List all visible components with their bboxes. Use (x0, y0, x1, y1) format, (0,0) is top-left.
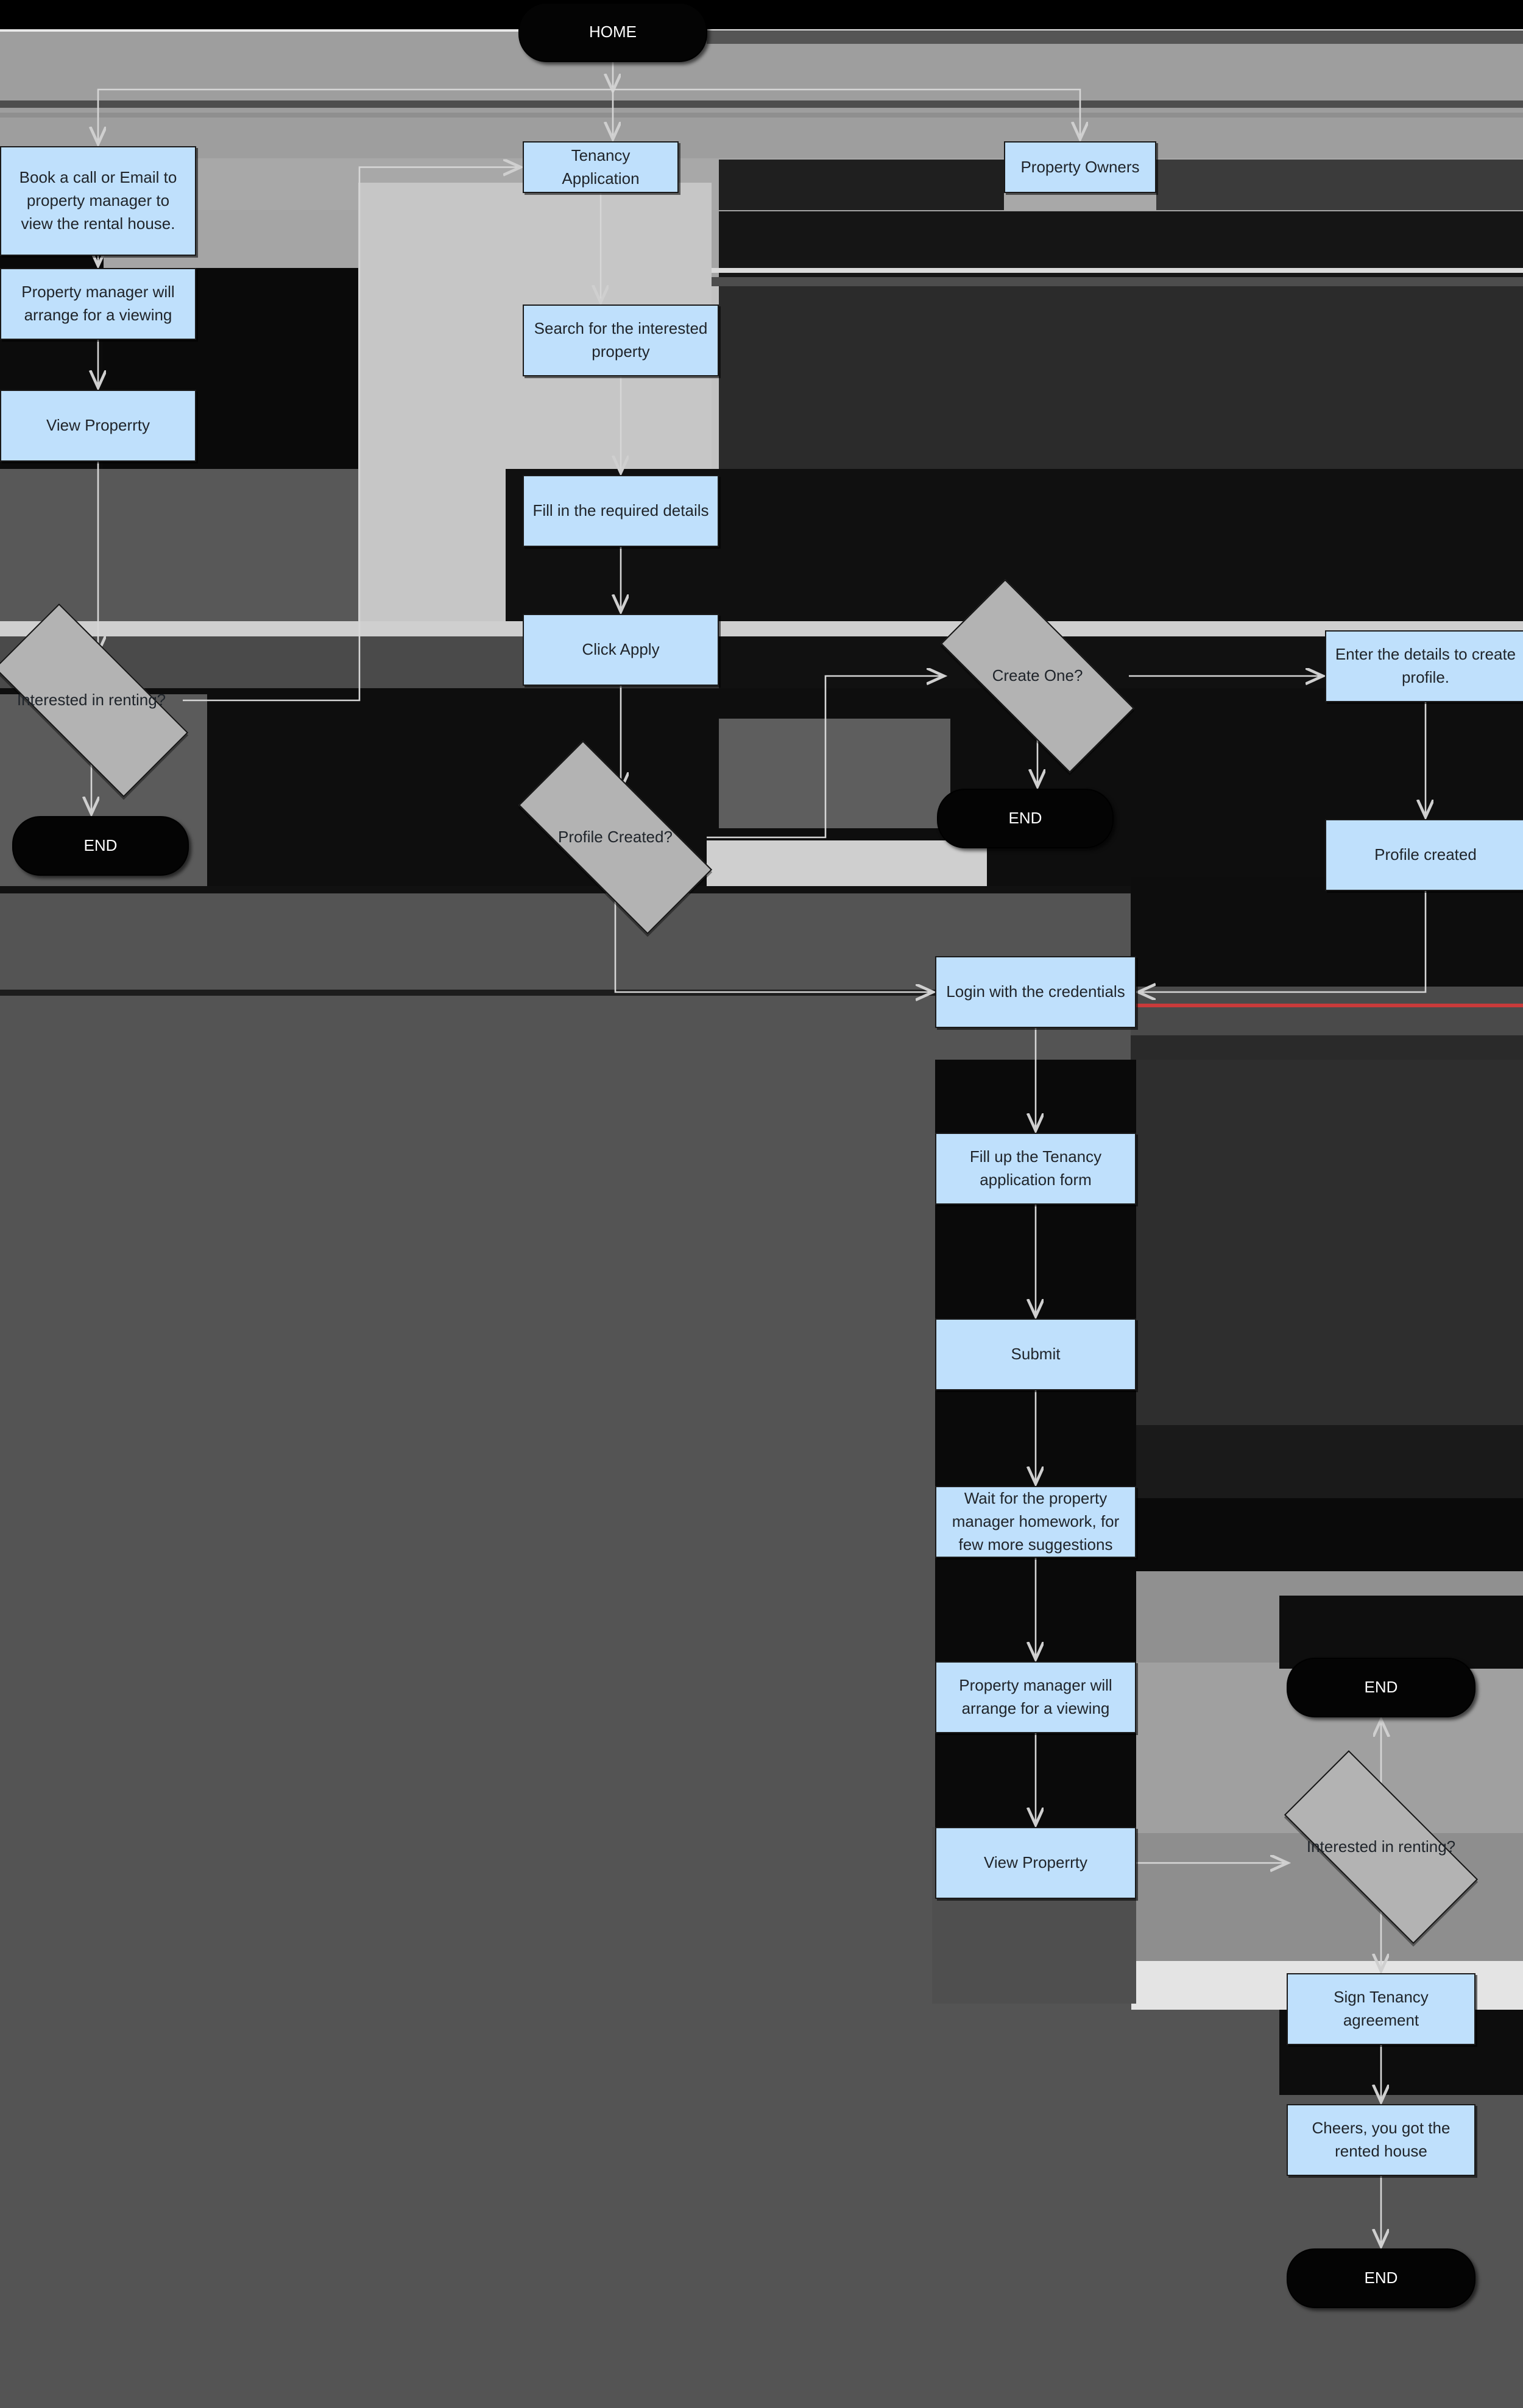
node-end-3-label: END (1364, 1678, 1398, 1697)
node-property-manager-arrange-1[interactable]: Property manager will arrange for a view… (0, 268, 196, 340)
node-fill-required-details-label: Fill in the required details (532, 501, 709, 520)
node-end-3[interactable]: END (1287, 1658, 1475, 1717)
node-cheers-rented-house[interactable]: Cheers, you got the rented house (1287, 2104, 1475, 2176)
node-end-2-label: END (1008, 809, 1042, 828)
node-property-manager-arrange-1-label: Property manager will arrange for a view… (21, 283, 175, 324)
node-end-1[interactable]: END (12, 816, 189, 876)
node-profile-created-question-label: Profile Created? (558, 828, 673, 847)
node-submit-label: Submit (1011, 1345, 1061, 1364)
node-end-4-label: END (1364, 2269, 1398, 2287)
node-view-property-2[interactable]: View Properrty (935, 1827, 1136, 1899)
node-fill-tenancy-form-label: Fill up the Tenancy application form (969, 1147, 1102, 1189)
node-view-property-1[interactable]: View Properrty (0, 390, 196, 462)
node-interested-renting-2-label: Interested in renting? (1306, 1837, 1456, 1856)
node-sign-tenancy-agreement-label: Sign Tenancy agreement (1334, 1988, 1429, 2029)
node-profile-created-label: Profile created (1374, 845, 1477, 864)
node-search-property-label: Search for the interested property (534, 319, 708, 361)
node-enter-details-create-profile[interactable]: Enter the details to create profile. (1325, 630, 1523, 702)
node-fill-required-details[interactable]: Fill in the required details (523, 475, 719, 547)
node-fill-tenancy-form[interactable]: Fill up the Tenancy application form (935, 1133, 1136, 1205)
node-property-owners-label: Property Owners (1020, 157, 1140, 176)
node-login-credentials[interactable]: Login with the credentials (935, 956, 1136, 1028)
node-create-one-label: Create One? (992, 666, 1083, 685)
node-end-2[interactable]: END (937, 789, 1114, 848)
node-interested-renting-2[interactable]: Interested in renting? (1284, 1750, 1479, 1945)
node-end-4[interactable]: END (1287, 2248, 1475, 2308)
node-view-property-1-label: View Properrty (46, 416, 150, 435)
node-click-apply[interactable]: Click Apply (523, 614, 719, 686)
node-book-call-label: Book a call or Email to property manager… (19, 168, 177, 233)
node-interested-renting-1-label: Interested in renting? (16, 691, 166, 709)
node-search-property[interactable]: Search for the interested property (523, 305, 719, 376)
node-click-apply-label: Click Apply (582, 640, 660, 659)
node-wait-property-manager-label: Wait for the property manager homework, … (952, 1489, 1120, 1554)
node-enter-details-create-profile-label: Enter the details to create profile. (1335, 645, 1516, 686)
node-login-credentials-label: Login with the credentials (946, 982, 1125, 1001)
node-tenancy-application[interactable]: Tenancy Application (523, 141, 679, 193)
node-create-one[interactable]: Create One? (940, 579, 1135, 773)
node-wait-property-manager[interactable]: Wait for the property manager homework, … (935, 1486, 1136, 1558)
node-property-owners[interactable]: Property Owners (1004, 141, 1156, 193)
node-submit[interactable]: Submit (935, 1318, 1136, 1390)
node-home-label: HOME (589, 23, 637, 41)
node-end-1-label: END (83, 836, 118, 855)
node-profile-created[interactable]: Profile created (1325, 819, 1523, 891)
node-tenancy-application-label: Tenancy Application (562, 146, 640, 188)
node-view-property-2-label: View Properrty (983, 1853, 1088, 1872)
node-interested-renting-1[interactable]: Interested in renting? (0, 603, 189, 798)
node-profile-created-question[interactable]: Profile Created? (518, 740, 713, 935)
node-home[interactable]: HOME (518, 2, 707, 62)
node-property-manager-arrange-2[interactable]: Property manager will arrange for a view… (935, 1661, 1136, 1733)
node-property-manager-arrange-2-label: Property manager will arrange for a view… (959, 1676, 1112, 1717)
node-book-call[interactable]: Book a call or Email to property manager… (0, 146, 196, 256)
node-sign-tenancy-agreement[interactable]: Sign Tenancy agreement (1287, 1973, 1475, 2045)
node-cheers-rented-house-label: Cheers, you got the rented house (1312, 2119, 1451, 2160)
